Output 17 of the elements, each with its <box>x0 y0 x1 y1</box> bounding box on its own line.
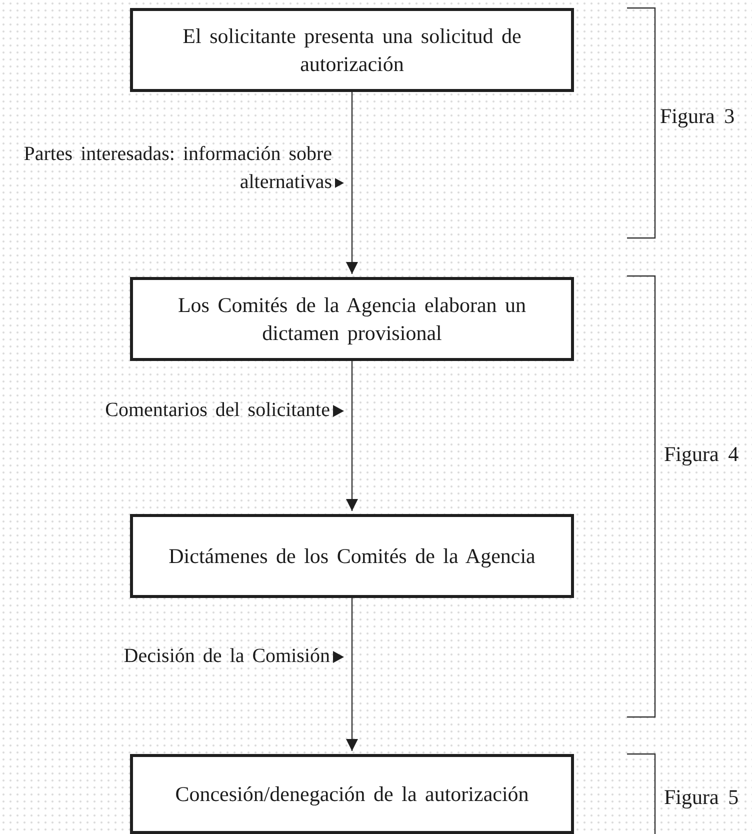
figure-label: Figura 3 <box>660 104 735 129</box>
process-box <box>130 754 574 834</box>
arrow <box>346 361 358 511</box>
process-box <box>130 8 574 92</box>
box-text: Dictámenes de los Comités de la Agencia <box>168 542 536 570</box>
figure-label: Figura 5 <box>664 785 739 810</box>
process-box <box>130 514 574 598</box>
box-text: El solicitante presenta una solicitud de autorización <box>182 22 522 78</box>
process-box <box>130 277 574 361</box>
box-text: Los Comités de la Agencia elaboran un dictamen provisional <box>176 292 528 347</box>
box-text: Concesión/denegación de la autorización <box>175 780 529 808</box>
edge-label: Partes interesadas: información sobre alternativas <box>22 142 332 195</box>
figure-label: Figura 4 <box>664 442 739 467</box>
edge-label: Comentarios del solicitante <box>105 398 330 423</box>
arrow <box>346 598 358 751</box>
edge-label: Decisión de la Comisión <box>124 644 330 669</box>
arrow <box>346 92 358 274</box>
